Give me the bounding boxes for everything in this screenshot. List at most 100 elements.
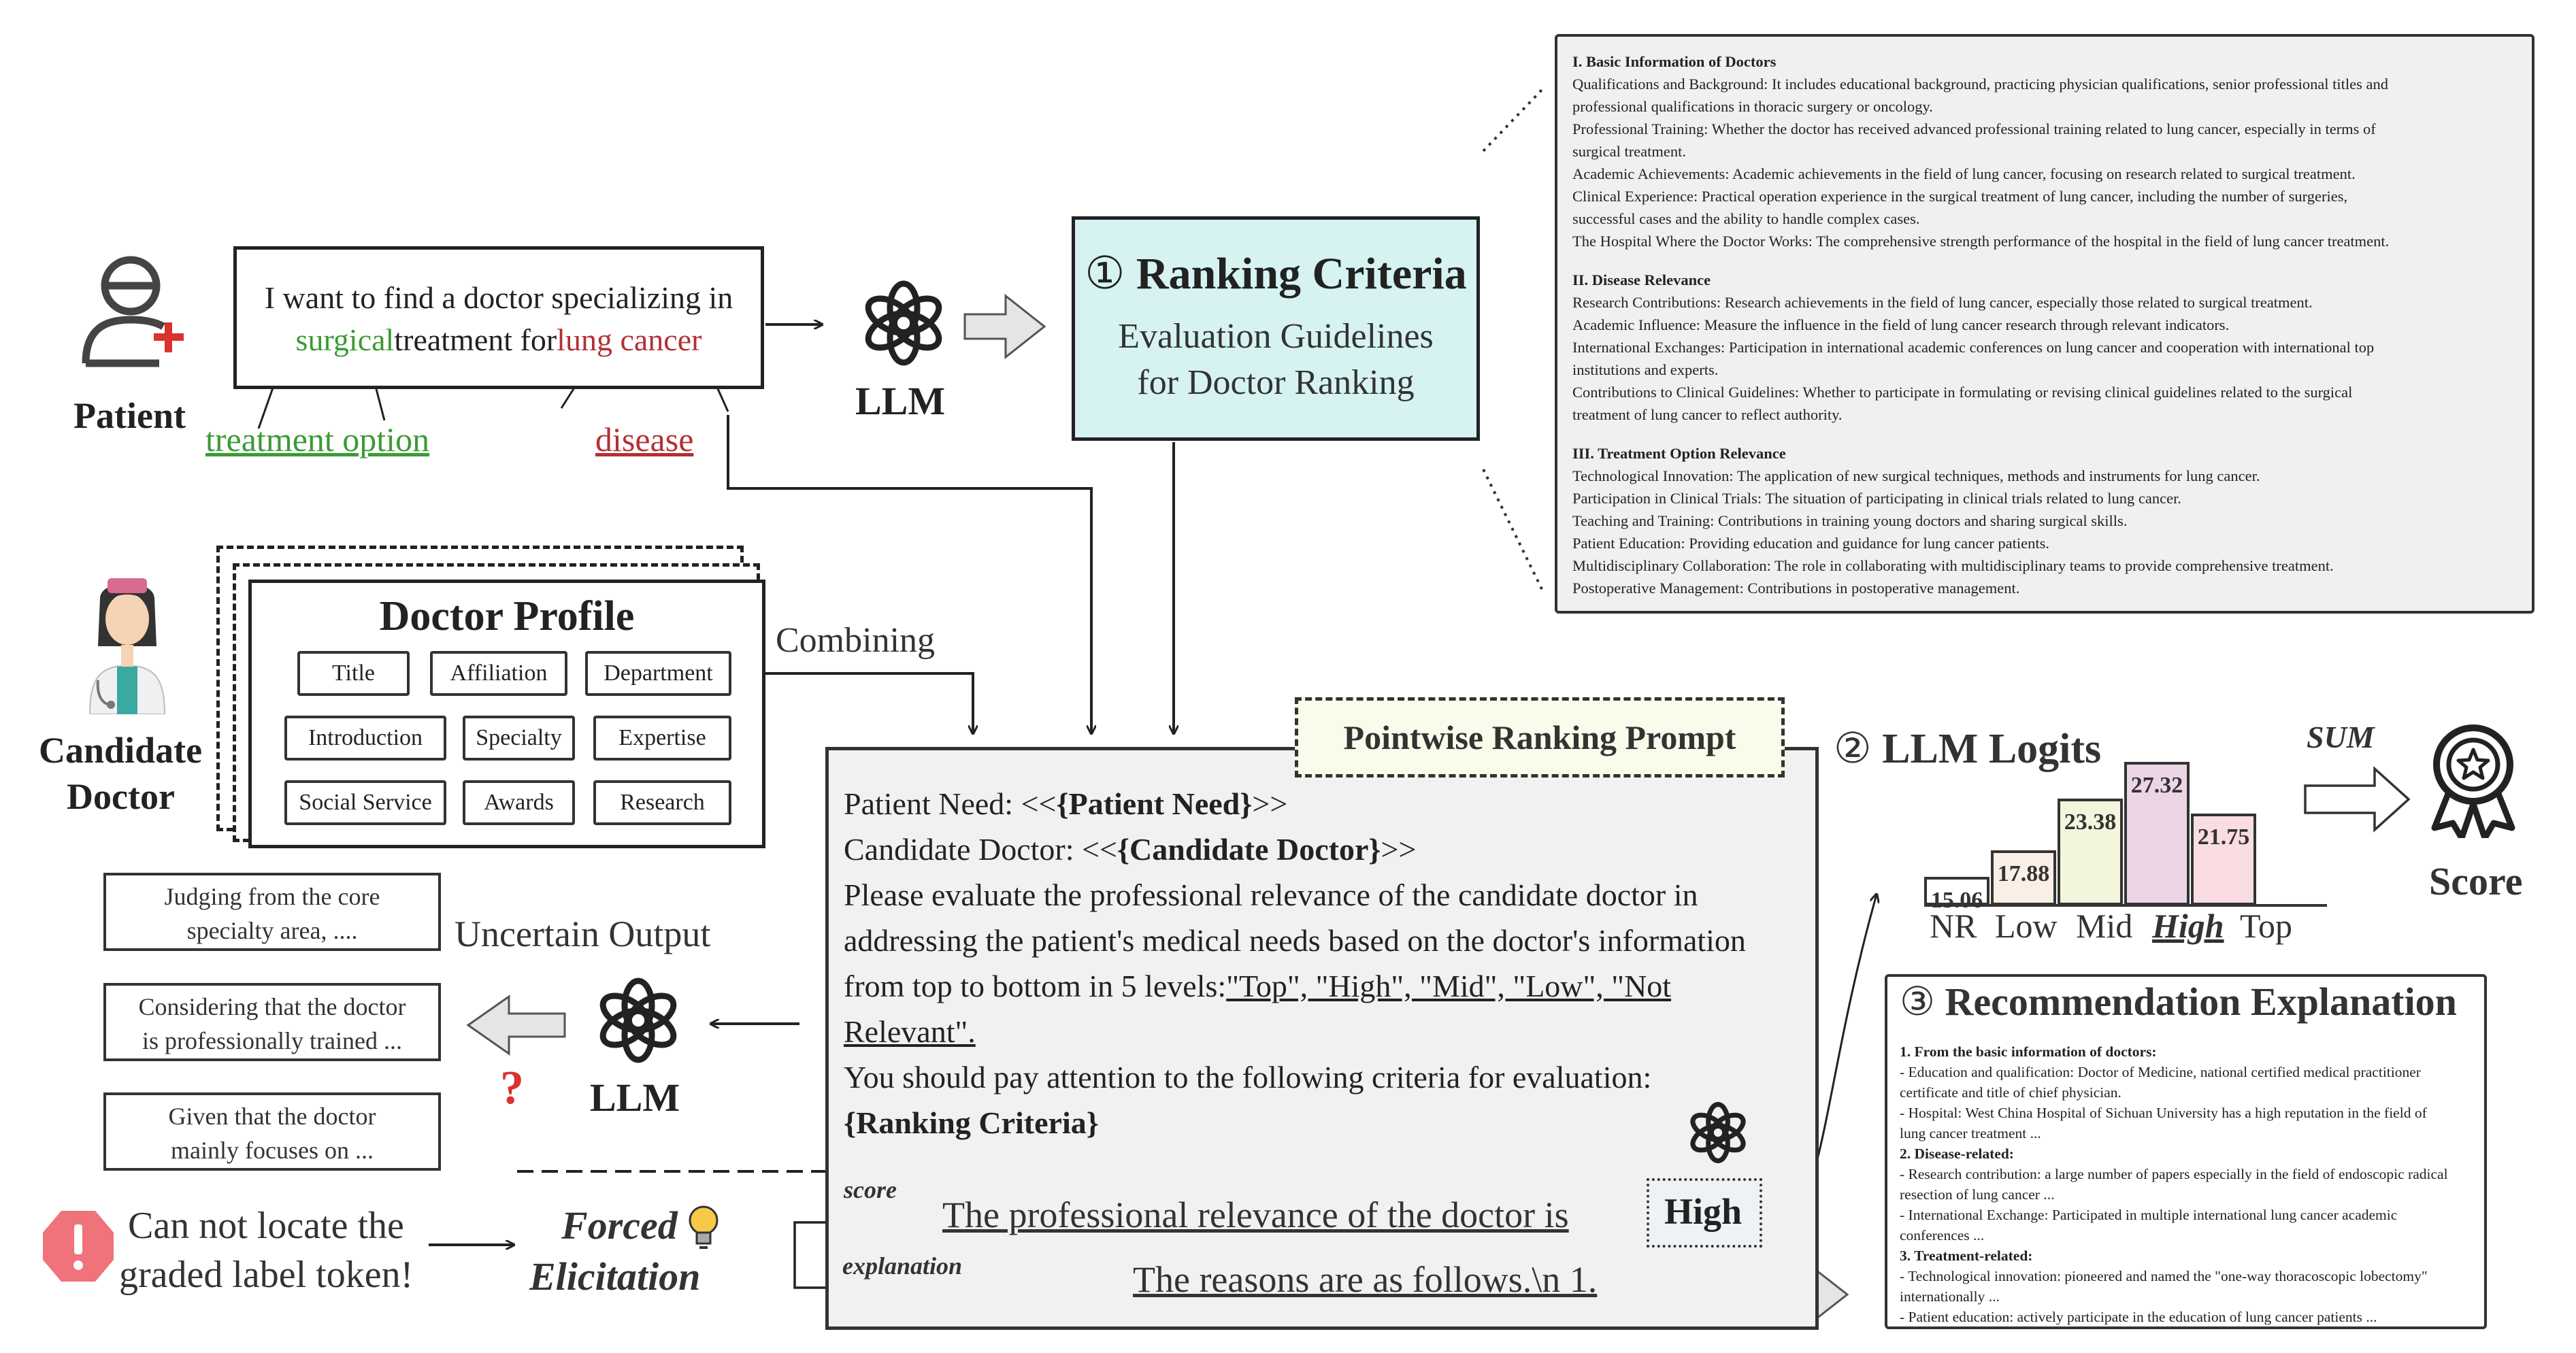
logit-category-top: Top [2240,907,2293,945]
explanation-line: - Hospital: West China Hospital of Sichu… [1900,1105,2427,1121]
recommendation-explanation-box: ③ Recommendation Explanation 1. From the… [1885,974,2487,1329]
logits-title-text: LLM Logits [1882,726,2102,772]
criteria-detail-line: Participation in Clinical Trials: The si… [1572,490,2182,507]
uncertain-2-l1: Considering that the doctor [138,993,406,1020]
criteria-detail-line: Postoperative Management: Contributions … [1572,580,2020,597]
prompt-levels: "Top", "High", "Mid", "Low", "Not Releva… [844,969,1672,1049]
profile-tag-affiliation: Affiliation [430,651,567,696]
sum-label: SUM [2307,720,2375,754]
uncertain-output-2: Considering that the doctor is professio… [103,983,441,1061]
uncertain-1-l1: Judging from the core [164,883,380,910]
explanation-line: - Education and qualification: Doctor of… [1900,1064,2421,1080]
criteria-detail-line: Academic Influence: Measure the influenc… [1572,316,2230,333]
logit-value-label: 21.75 [2197,824,2250,850]
patient-query-box: I want to find a doctor specializing in … [233,246,764,389]
criteria-detail-line: Multidisciplinary Collaboration: The rol… [1572,557,2334,574]
llm-label-top: LLM [855,379,946,423]
query-line-1: I want to find a doctor specializing in [264,280,733,315]
doctor-avatar-icon [63,571,192,715]
warning-icon [37,1205,119,1287]
doctor-profile-title: Doctor Profile [379,593,635,639]
criteria-detail-gap [1572,426,2517,442]
criteria-detail-heading: I. Basic Information of Doctors [1572,53,1777,70]
profile-tag-department: Department [585,651,731,696]
uncertain-3-l1: Given that the doctor [168,1103,376,1130]
explanation-line: - International Exchange: Participated i… [1900,1207,2398,1223]
explanation-heading: 2. Disease-related: [1900,1146,2014,1162]
criteria-detail-line: The Hospital Where the Doctor Works: The… [1572,233,2390,250]
uncertain-2-l2: is professionally trained ... [142,1027,402,1054]
logits-title: ② LLM Logits [1834,723,2101,773]
combining-label: Combining [776,621,936,660]
explanation-heading: 1. From the basic information of doctors… [1900,1043,2157,1060]
prompt-need-line: Patient Need: <<{Patient Need}>> [844,781,1810,826]
criteria-detail-line: Patient Education: Providing education a… [1572,535,2050,552]
criteria-sub-1: Evaluation Guidelines [1118,317,1434,356]
explanation-line: - Research contribution: a large number … [1900,1166,2448,1182]
explanation-line: - Patient education: actively participat… [1900,1309,2377,1325]
logit-bar-mid: 23.38 [2058,798,2123,905]
need-var: {Patient Need} [1056,786,1253,821]
ranking-criteria-box: ① Ranking Criteria Evaluation Guidelines… [1072,216,1480,441]
criteria-detail-line: surgical treatment. [1572,143,1687,160]
logit-value-label: 23.38 [2064,809,2117,835]
query-lung-cancer: lung cancer [557,322,702,357]
criteria-detail-line: Teaching and Training: Contributions in … [1572,512,2128,529]
profile-tag-research: Research [593,780,731,825]
cand-suffix: >> [1381,832,1417,867]
lightbulb-icon [686,1204,721,1252]
query-line-2: surgicaltreatment forlung cancer [237,319,761,361]
openai-logo-icon-small [1684,1099,1752,1167]
explanation-line: - Technological innovation: pioneered an… [1900,1268,2428,1284]
logit-bar-low: 17.88 [1991,850,2056,905]
profile-tag-awards: Awards [463,780,575,825]
criteria-detail-line: Professional Training: Whether the docto… [1572,120,2376,137]
profile-tag-introduction: Introduction [284,716,446,761]
award-icon [2422,722,2524,841]
logit-bar-nr: 15.06 [1924,876,1989,913]
forced-line-1: Forced [561,1203,678,1248]
cand-prefix: Candidate Doctor: << [844,832,1117,867]
uncertain-output-1: Judging from the core specialty area, ..… [103,873,441,951]
criteria-detail-line: International Exchanges: Participation i… [1572,339,2375,356]
pointwise-prompt-box: Patient Need: <<{Patient Need}>> Candida… [825,747,1819,1330]
profile-tag-social-service: Social Service [284,780,446,825]
criteria-detail-heading: II. Disease Relevance [1572,271,1711,288]
patient-label: Patient [73,395,186,436]
logit-bar-high: 27.32 [2124,761,2190,905]
cand-var: {Candidate Doctor} [1117,832,1381,867]
explanation-title-text: Recommendation Explanation [1945,980,2457,1024]
warning-line-1: Can not locate the [128,1205,404,1247]
prompt-attn: You should pay attention to the followin… [844,1060,1652,1095]
logit-category-high: High [2152,907,2224,945]
candidate-label-2: Doctor [67,776,175,817]
treatment-option-label: treatment option [205,420,430,458]
ranking-criteria-title: ① Ranking Criteria [1075,247,1476,300]
pointwise-prompt-title: Pointwise Ranking Prompt [1295,697,1785,778]
query-surgical: surgical [295,322,395,357]
high-token-box [1647,1178,1762,1248]
prompt-cand-line: Candidate Doctor: <<{Candidate Doctor}>> [844,826,1810,872]
explanation-step-num: ③ [1900,980,1935,1024]
logit-bar-top: 21.75 [2191,814,2256,905]
explanation-line: internationally ... [1900,1288,2000,1305]
explanation-line: certificate and title of chief physician… [1900,1084,2121,1101]
criteria-detail-gap [1572,252,2517,269]
explanation-label: explanation [842,1252,963,1280]
doctor-profile-card: Doctor Profile Title Affiliation Departm… [248,580,765,848]
prompt-crit-var: {Ranking Criteria} [844,1105,1099,1140]
profile-tag-title: Title [297,651,410,696]
logit-category-nr: NR [1930,907,1977,945]
llm-label-mid: LLM [590,1075,680,1120]
patient-icon [76,246,199,369]
explanation-heading: 3. Treatment-related: [1900,1248,2033,1264]
logit-value-label: 27.32 [2130,772,2183,798]
criteria-detail-line: treatment of lung cancer to reflect auth… [1572,406,1843,423]
criteria-detail-line: Academic Achievements: Academic achievem… [1572,165,2356,182]
logits-step-num: ② [1834,726,1872,772]
uncertain-output-3: Given that the doctor mainly focuses on … [103,1092,441,1171]
criteria-step-num: ① [1085,249,1125,299]
explanation-line: resection of lung cancer ... [1900,1186,2055,1203]
logit-category-low: Low [1995,907,2058,945]
criteria-detail-line: Technological Innovation: The applicatio… [1572,467,2260,484]
